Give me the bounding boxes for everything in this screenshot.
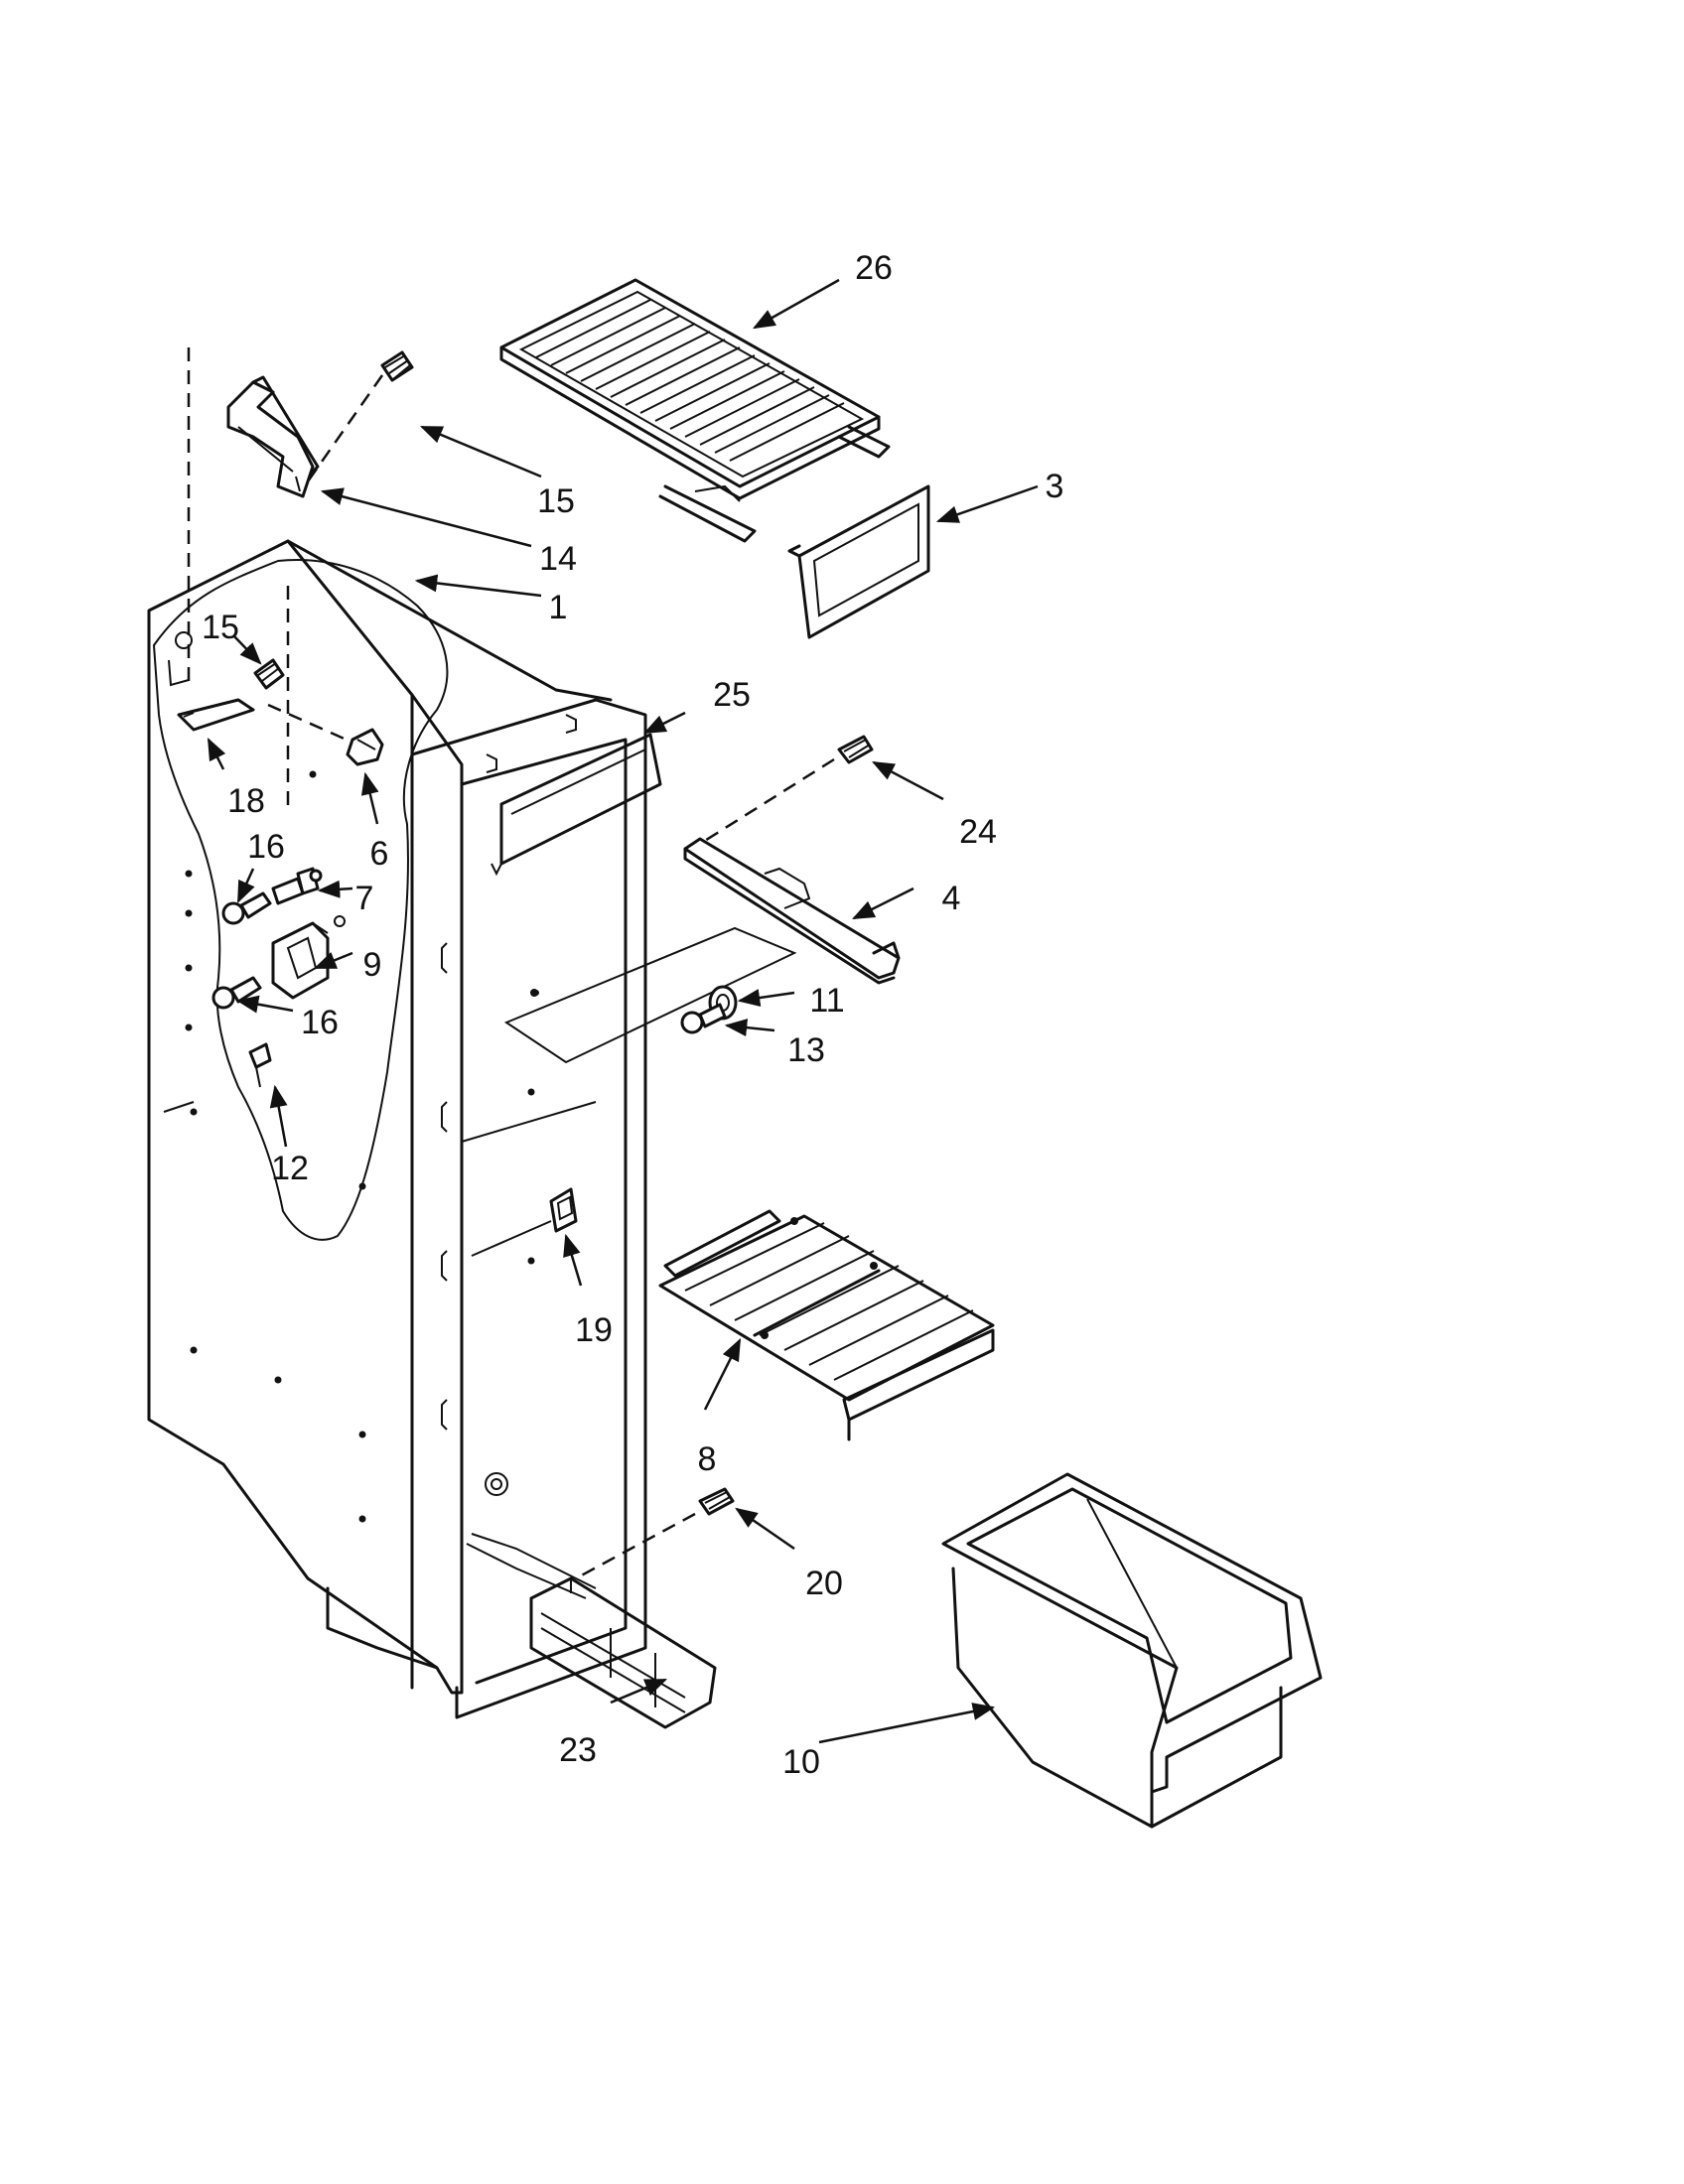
liner-tab: [168, 659, 190, 687]
air-deflector-25: [491, 733, 662, 877]
callout-20: 20: [805, 1565, 843, 1602]
screw-12: [248, 1042, 272, 1088]
top-shelf-grille: [499, 278, 891, 543]
callout-labels: 26 3 15 14 1 15 18 6 16 7 9 16 12 25 24 …: [202, 249, 1063, 1781]
callout-16-upper: 16: [247, 828, 285, 866]
callout-13: 13: [787, 1031, 825, 1069]
callout-23: 23: [559, 1731, 597, 1769]
callout-9: 9: [363, 946, 382, 984]
shelf-rail-4: [683, 837, 901, 985]
clip-18: [177, 698, 255, 732]
callout-18: 18: [227, 782, 265, 820]
screw-16-upper: [221, 891, 272, 925]
screw-24: [699, 735, 874, 846]
screw-15-inner: [253, 658, 285, 690]
sensor-7: [271, 867, 323, 905]
rear-panel-section: [503, 926, 797, 1064]
callout-16-lower: 16: [301, 1004, 339, 1041]
grommet: [175, 631, 193, 649]
callout-7: 7: [355, 880, 374, 917]
clip-6: [346, 728, 384, 766]
callout-4: 4: [942, 880, 961, 917]
wire-shelf-8: [658, 1209, 995, 1441]
upper-bracket: [226, 375, 320, 498]
callout-15: 15: [537, 482, 575, 520]
callout-6: 6: [370, 835, 389, 873]
callout-1: 1: [549, 589, 568, 626]
callout-8: 8: [698, 1440, 717, 1478]
callout-10: 10: [782, 1743, 820, 1781]
callout-12: 12: [271, 1150, 309, 1187]
callout-24: 24: [959, 813, 997, 851]
screw-15-top: [306, 350, 414, 482]
callout-26: 26: [855, 249, 893, 287]
alignment-line-6: [267, 703, 358, 747]
callout-15-inner: 15: [202, 609, 239, 646]
callout-11: 11: [809, 982, 844, 1020]
callout-3: 3: [1046, 468, 1064, 505]
screw-20: [575, 1487, 735, 1580]
shelf-front-trim: [787, 484, 930, 639]
storage-bin-10: [941, 1472, 1323, 1829]
control-housing-9: [271, 915, 346, 1000]
freezer-liner: [147, 539, 647, 1719]
screw-13: [680, 1003, 727, 1034]
callout-14: 14: [539, 540, 577, 578]
callout-25: 25: [713, 676, 751, 714]
light-switch-19: [471, 1187, 578, 1257]
callout-19: 19: [575, 1311, 613, 1349]
